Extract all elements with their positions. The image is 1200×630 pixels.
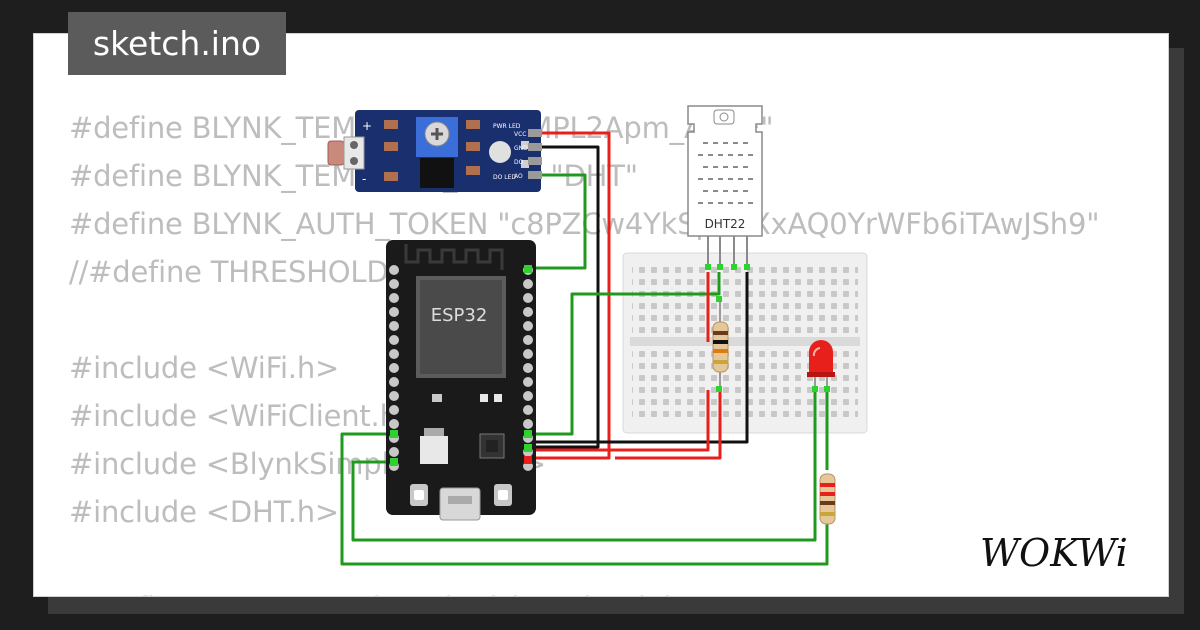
pwr-led-label: PWR LED <box>493 123 521 130</box>
file-tab[interactable]: sketch.ino <box>68 12 286 75</box>
dht22-label: DHT22 <box>705 217 746 231</box>
pullup-resistor[interactable] <box>712 296 729 392</box>
esp32-board[interactable]: ESP32 <box>386 240 536 521</box>
led-resistor[interactable] <box>819 473 836 525</box>
esp32-pins-right <box>523 265 533 471</box>
wire-ao <box>530 173 587 270</box>
wire-led-gnd <box>351 390 817 542</box>
esp32-pins-left <box>389 265 399 471</box>
wires <box>340 131 829 566</box>
pin-do-label: DO <box>514 159 524 166</box>
wire-dht-gnd <box>530 272 749 444</box>
wire-res-bottom <box>615 390 722 460</box>
code-line: #include <DHT.h> <box>69 495 339 529</box>
pin-ao-label: AO <box>514 173 523 180</box>
code-line: // Define your network and WiFi credenti… <box>69 584 1099 596</box>
file-name: sketch.ino <box>92 24 262 63</box>
wokwi-logo-mark: WOKWi <box>976 526 1148 575</box>
dht22-sensor[interactable]: DHT22 <box>687 105 763 270</box>
plus-mark: + <box>362 119 372 133</box>
wokwi-logo[interactable]: WOKWi <box>976 526 1148 578</box>
pin-vcc-label: VCC <box>514 131 526 138</box>
minus-mark: - <box>362 172 366 186</box>
wire-led-gpio <box>340 432 829 566</box>
wire-gnd <box>530 145 600 449</box>
wire-dht-data <box>530 272 721 436</box>
red-led[interactable] <box>807 340 835 392</box>
pin-gnd-label: GND <box>514 145 528 152</box>
esp32-label: ESP32 <box>431 305 488 326</box>
do-led-label: DO LED <box>493 174 516 181</box>
wire-res-vcc <box>530 390 710 452</box>
ldr-module[interactable]: + - PWR LED DO LED VCC GND DO AO <box>327 110 542 192</box>
code-line: #include <WiFi.h> <box>69 351 340 385</box>
breadboard[interactable] <box>622 252 868 434</box>
wokwi-logo-text: WOKWi <box>980 531 1128 574</box>
